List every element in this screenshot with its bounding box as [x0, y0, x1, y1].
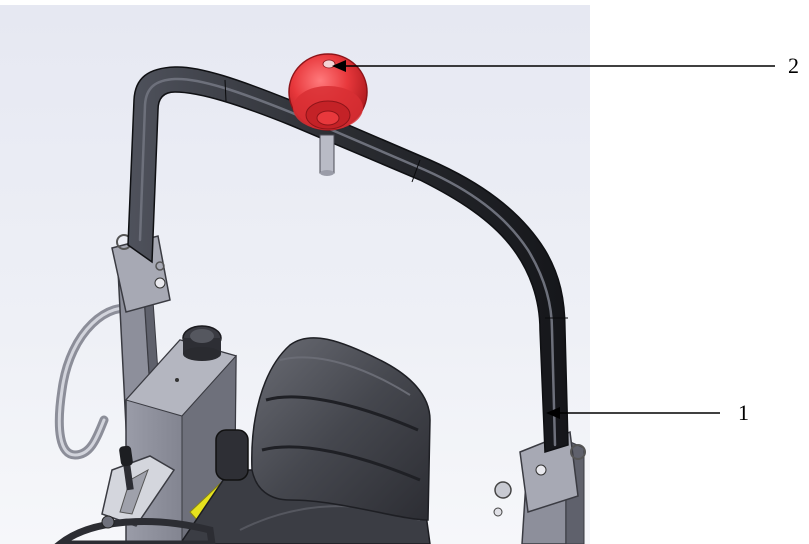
seat-armrest	[215, 429, 249, 481]
callout-label-1: 1	[738, 400, 749, 425]
callout-label-2: 2	[788, 53, 799, 78]
beacon-post	[319, 134, 335, 174]
seat-backrest	[251, 337, 431, 521]
steering-wheel	[54, 518, 216, 544]
callout-2-arrowhead	[332, 60, 346, 72]
callout-1-arrowhead	[546, 407, 560, 419]
rops-frame	[127, 66, 569, 453]
